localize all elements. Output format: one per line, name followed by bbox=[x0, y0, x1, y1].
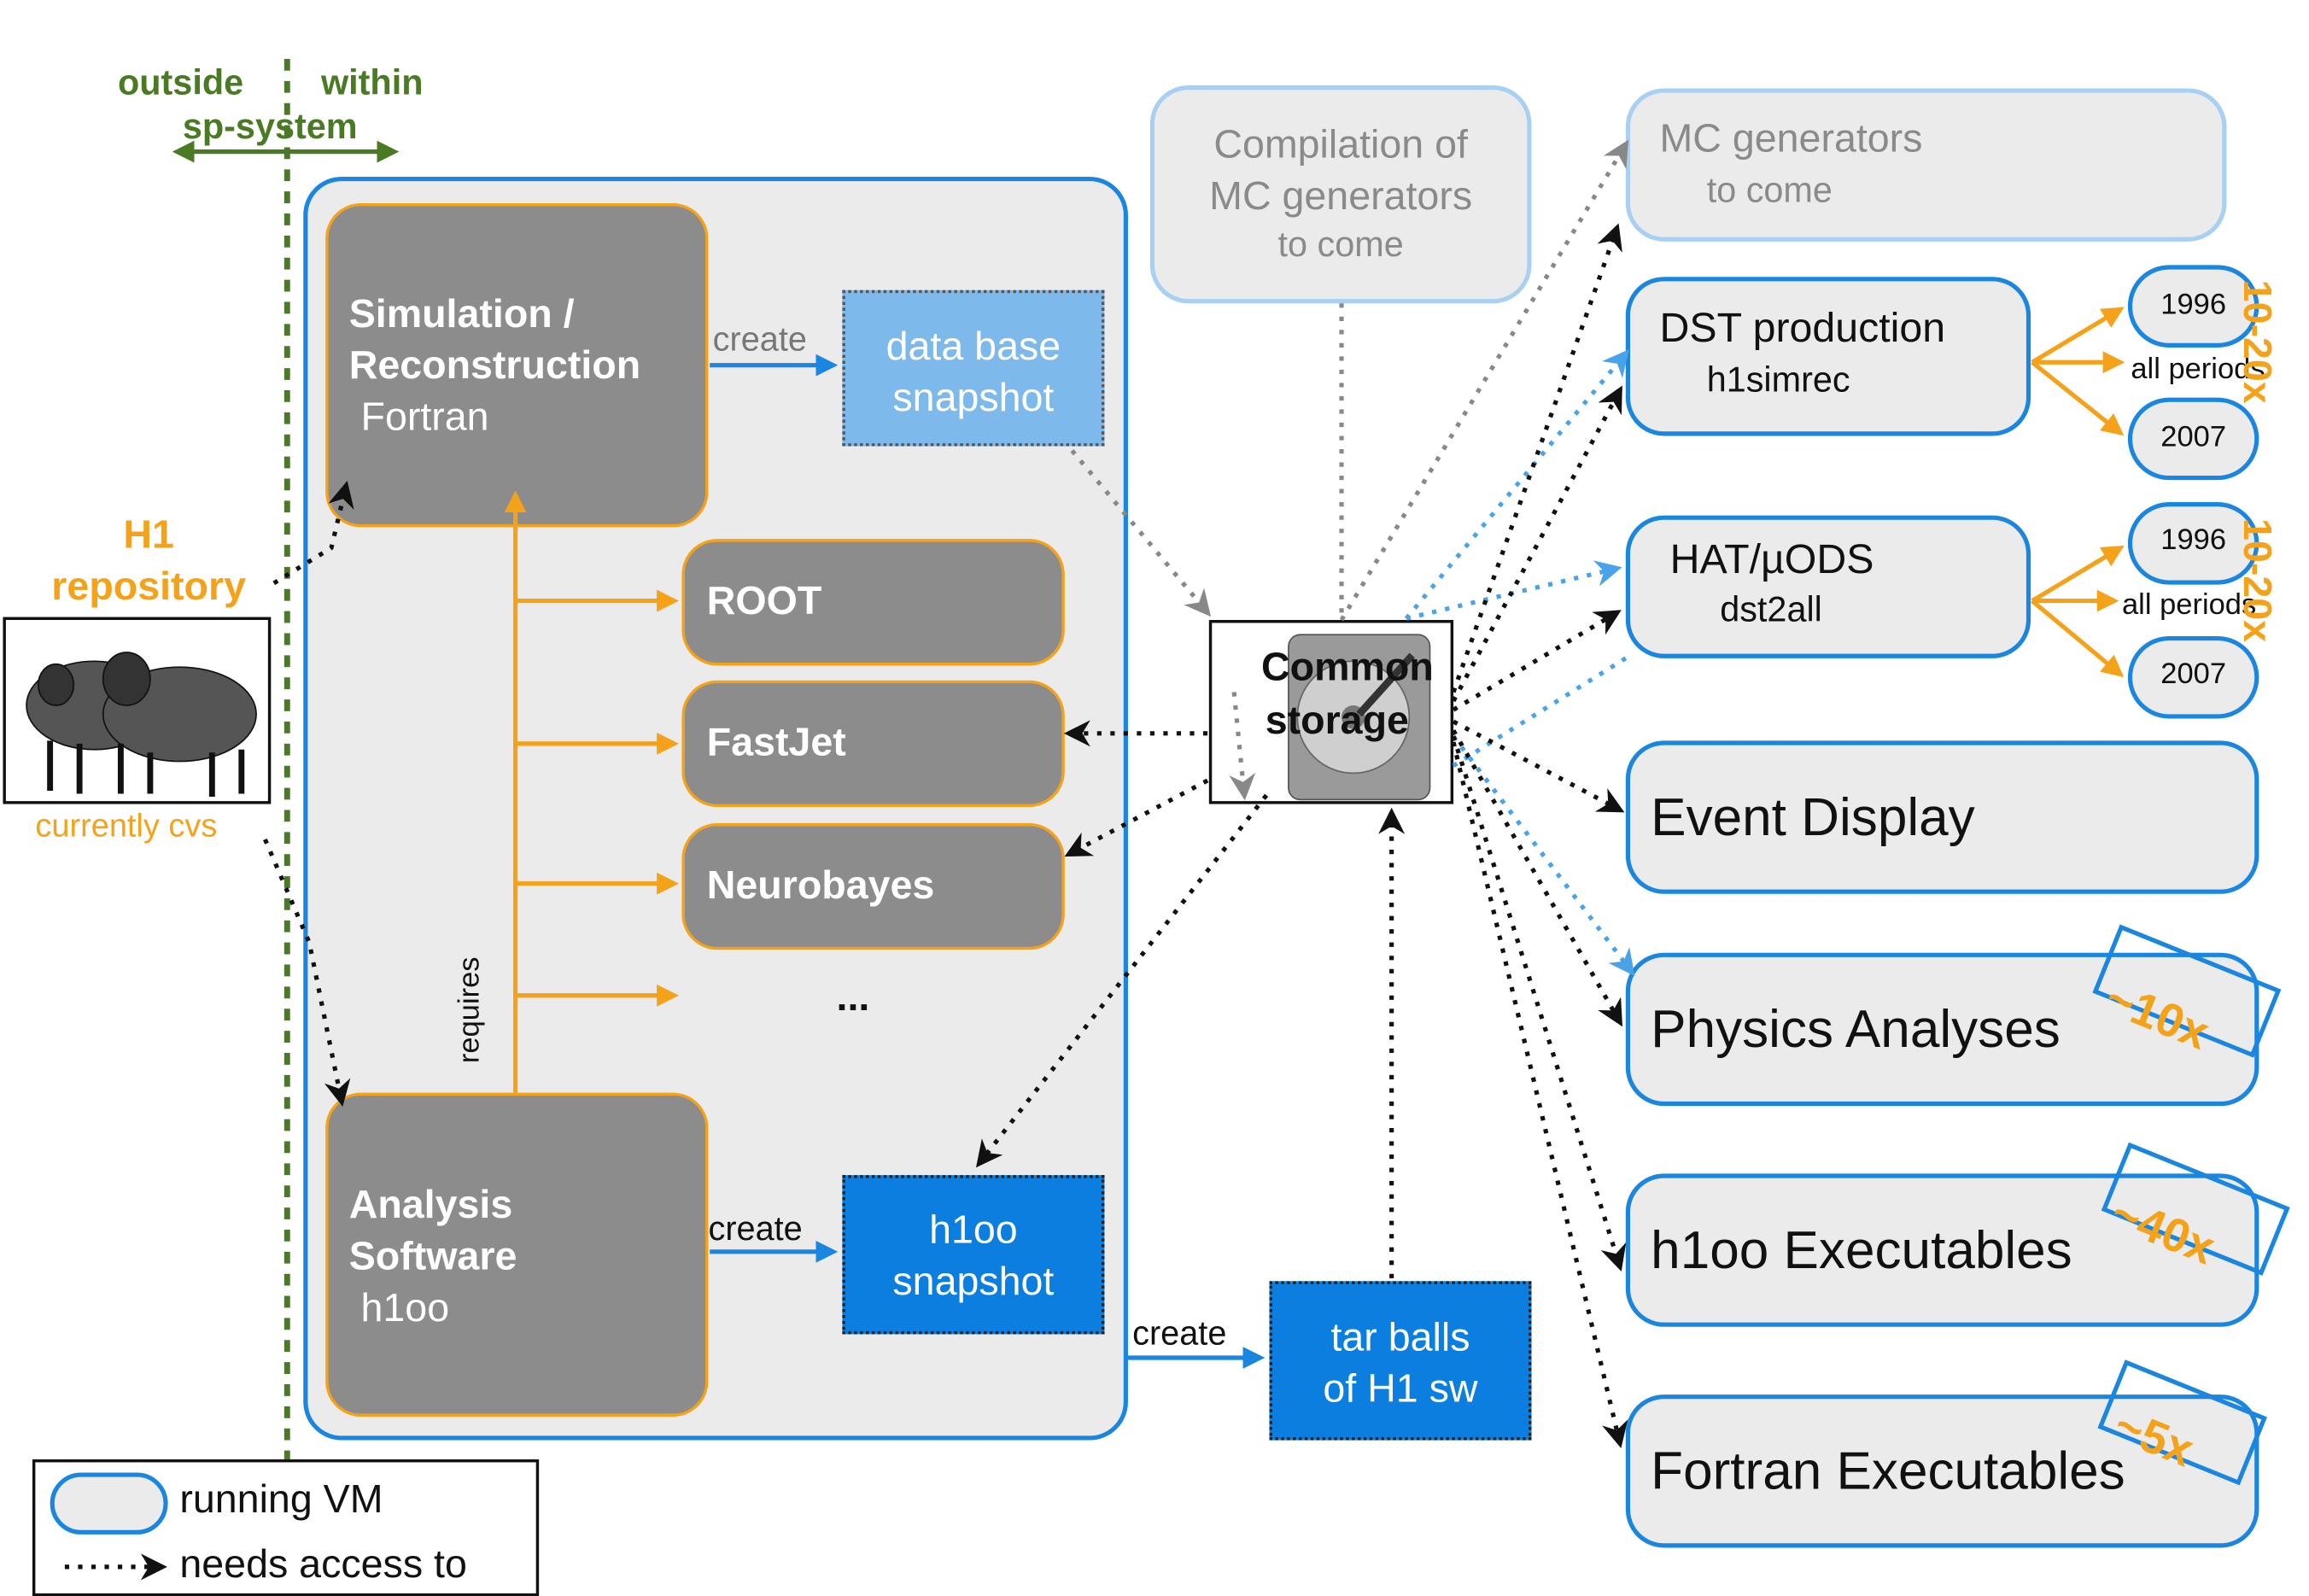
create-label-db: create bbox=[712, 319, 807, 359]
hat-period-2007[interactable] bbox=[2127, 635, 2259, 719]
storage-line1: Common bbox=[1261, 645, 1434, 690]
dst-period-2007[interactable] bbox=[2127, 397, 2259, 481]
db-snapshot-line1: data base bbox=[886, 324, 1061, 369]
hard-drive-icon bbox=[1288, 634, 1431, 801]
repo-subtitle: currently cvs bbox=[35, 807, 218, 845]
h1oo-executables-label: h1oo Executables bbox=[1651, 1219, 2072, 1280]
analysis-box[interactable] bbox=[325, 1092, 709, 1417]
db-snapshot-box[interactable] bbox=[842, 289, 1105, 447]
create-label-h1oo: create bbox=[708, 1208, 803, 1248]
sheep-image bbox=[3, 617, 272, 804]
tarballs-box[interactable] bbox=[1269, 1281, 1532, 1441]
storage-to-physics-blue bbox=[1452, 734, 1635, 977]
sp-system-label: sp-system bbox=[182, 107, 358, 148]
compilation-line3: to come bbox=[1277, 225, 1404, 266]
fortran-executables-vm[interactable] bbox=[1625, 1394, 2259, 1548]
analysis-lang: h1oo bbox=[360, 1285, 450, 1330]
hat-line1: HAT/µODS bbox=[1669, 535, 1874, 582]
legend-access-label: needs access to bbox=[179, 1541, 467, 1587]
storage-line2: storage bbox=[1265, 698, 1409, 743]
lib-neurobayes-box[interactable] bbox=[681, 822, 1065, 950]
physics-analyses-vm[interactable] bbox=[1625, 952, 2259, 1107]
repo-to-simrec bbox=[272, 481, 354, 586]
create-label-tar: create bbox=[1132, 1313, 1227, 1353]
analysis-title-2: Software bbox=[348, 1234, 517, 1278]
event-display-vm[interactable] bbox=[1625, 740, 2259, 894]
storage-to-h1oo-exe bbox=[1451, 735, 1627, 1272]
repo-to-analysis bbox=[263, 838, 351, 1108]
h1oo-snapshot-line2: snapshot bbox=[892, 1259, 1055, 1304]
lib-fastjet-box[interactable] bbox=[681, 680, 1065, 808]
storage-internal bbox=[1229, 692, 1256, 801]
hat-line2: dst2all bbox=[1720, 590, 1822, 631]
compilation-vm[interactable] bbox=[1149, 85, 1532, 304]
hat-to-1996 bbox=[2031, 545, 2125, 603]
storage-to-neurobayes bbox=[1064, 778, 1209, 857]
dst-period-1996[interactable] bbox=[2127, 265, 2259, 348]
mc-generators-vm[interactable] bbox=[1625, 88, 2227, 242]
compilation-line1: Compilation of bbox=[1213, 122, 1468, 167]
physics-analyses-label: Physics Analyses bbox=[1651, 998, 2061, 1059]
lib-more-ellipsis: ... bbox=[836, 974, 870, 1020]
storage-to-dst-blue bbox=[1404, 349, 1629, 620]
legend-vm-swatch bbox=[50, 1472, 168, 1535]
repo-title-line2: repository bbox=[51, 564, 247, 609]
simrec-title-1: Simulation / bbox=[348, 291, 575, 336]
dst-period-1996-label: 1996 bbox=[2160, 289, 2227, 321]
mc-generators-line1: MC generators bbox=[1659, 116, 1923, 161]
dst-period-2007-label: 2007 bbox=[2160, 421, 2227, 454]
storage-to-mcgen-black bbox=[1451, 223, 1622, 693]
fortran-executables-label: Fortran Executables bbox=[1651, 1440, 2125, 1501]
dst-production-vm[interactable] bbox=[1625, 277, 2031, 436]
simrec-lang: Fortran bbox=[360, 395, 489, 439]
hat-period-1996-label: 1996 bbox=[2160, 523, 2227, 557]
hat-period-1996[interactable] bbox=[2127, 502, 2259, 585]
hat-all-periods-label: all periods bbox=[2122, 588, 2257, 622]
lib-root-label: ROOT bbox=[706, 578, 822, 623]
storage-to-h1oo-snapshot bbox=[975, 793, 1269, 1168]
analysis-title-1: Analysis bbox=[348, 1182, 513, 1227]
repo-title-line1: H1 bbox=[123, 512, 174, 557]
hat-to-2007 bbox=[2031, 599, 2125, 678]
dst-to-1996 bbox=[2031, 307, 2125, 365]
simrec-box[interactable] bbox=[325, 202, 709, 528]
storage-to-dst-black bbox=[1451, 385, 1622, 703]
storage-to-physics bbox=[1451, 729, 1623, 1027]
within-label: within bbox=[320, 63, 424, 103]
lib-root-box[interactable] bbox=[681, 539, 1065, 666]
storage-to-event-display bbox=[1452, 719, 1625, 813]
mc-generators-line2: to come bbox=[1706, 171, 1833, 211]
dst-to-2007 bbox=[2031, 360, 2125, 436]
tarballs-line1: tar balls bbox=[1330, 1314, 1470, 1359]
common-storage-box[interactable] bbox=[1208, 620, 1454, 804]
storage-to-fortran-exe bbox=[1451, 741, 1628, 1449]
dst-line2: h1simrec bbox=[1706, 360, 1850, 401]
hat-period-2007-label: 2007 bbox=[2160, 658, 2227, 691]
hat-to-storage-blue bbox=[1452, 656, 1628, 768]
h1oo-snapshot-line1: h1oo bbox=[929, 1207, 1018, 1252]
hat-uods-vm[interactable] bbox=[1625, 515, 2031, 658]
outside-label: outside bbox=[117, 63, 244, 103]
storage-to-hat-black bbox=[1452, 610, 1622, 712]
dst-line1: DST production bbox=[1659, 304, 1946, 351]
lib-fastjet-label: FastJet bbox=[706, 720, 846, 765]
legend-vm-label: running VM bbox=[179, 1476, 383, 1522]
tarballs-line2: of H1 sw bbox=[1323, 1366, 1478, 1412]
storage-to-mcgen bbox=[1339, 139, 1629, 622]
db-snapshot-line2: snapshot bbox=[892, 375, 1055, 420]
dbsnap-to-storage bbox=[1070, 449, 1212, 617]
lib-neurobayes-label: Neurobayes bbox=[706, 862, 935, 908]
compilation-line2: MC generators bbox=[1209, 173, 1473, 219]
h1oo-executables-vm[interactable] bbox=[1625, 1173, 2259, 1327]
simrec-title-2: Reconstruction bbox=[348, 342, 641, 388]
event-display-label: Event Display bbox=[1651, 786, 1975, 847]
h1oo-snapshot-box[interactable] bbox=[842, 1175, 1105, 1335]
dst-all-periods-label: all periods bbox=[2131, 353, 2265, 386]
